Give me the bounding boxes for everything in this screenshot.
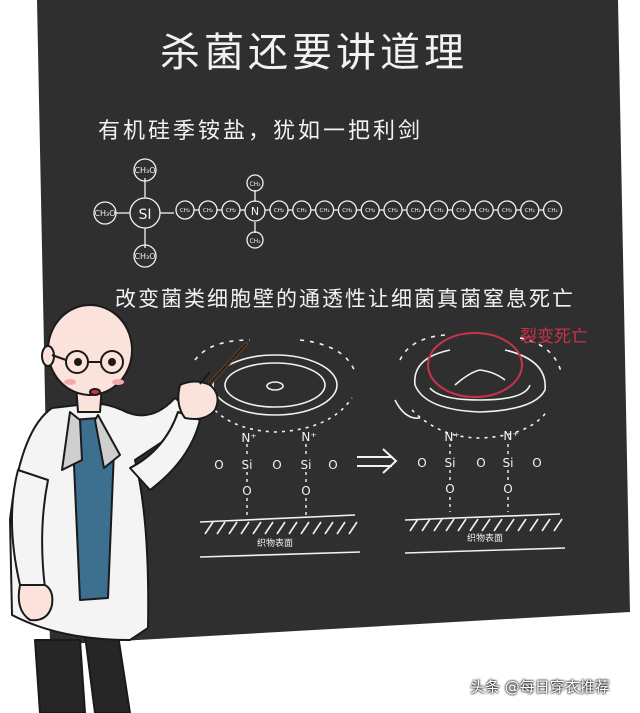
fabric-surface-left xyxy=(199,514,361,558)
ch2-label: CH₂ xyxy=(180,208,190,214)
ch2-chain: CH₂ CH₂ CH₂ CH₂ CH₂ CH₂ CH₂ CH₂ CH₂ CH₂ CH₂ CH₂ CH₂ C… xyxy=(175,200,563,220)
o-left-a: O xyxy=(214,458,223,472)
ch3o-left xyxy=(93,201,117,225)
o-right-e: O xyxy=(503,482,512,496)
ch2-label: CH₂ xyxy=(502,208,512,214)
crack-death-label: 裂变死亡 xyxy=(520,327,588,347)
crack-highlight xyxy=(427,332,523,398)
hatch-mark xyxy=(204,521,214,535)
hatch-mark xyxy=(445,518,455,532)
molecule-diagram: CH₂ CH₂ CH₂ CH₂ CH₂ CH₂ CH₂ CH₂ CH₂ CH₂ CH₂ CH₂ CH₂ C… xyxy=(93,158,563,268)
n-atom xyxy=(244,200,266,222)
si-right-2: Si xyxy=(503,456,514,470)
ch2-atom xyxy=(542,200,563,220)
hatch-mark xyxy=(457,518,467,532)
hatch-mark xyxy=(264,521,274,535)
ch2-label: CH₂ xyxy=(411,208,421,214)
board-caption: 改变菌类细胞壁的通透性让细菌真菌窒息死亡 xyxy=(115,287,575,311)
board-title: 杀菌还要讲道理 xyxy=(160,30,468,76)
o-right-b: O xyxy=(476,456,485,470)
hatch-mark xyxy=(553,518,563,532)
o-left-d: O xyxy=(242,484,251,498)
hatch-mark xyxy=(228,521,238,535)
o-left-c: O xyxy=(328,458,337,472)
hatch-mark xyxy=(324,521,334,535)
ch3o-left-label: CH₃O xyxy=(94,209,115,218)
reaction-labels: N⁺ N⁺ Si Si O O O O O N⁺ N⁺ Si Si O O O … xyxy=(214,429,541,549)
hatch-mark xyxy=(240,521,250,535)
cell-intact xyxy=(194,339,356,433)
bonds-left xyxy=(246,444,307,515)
hatch-mark xyxy=(493,518,503,532)
ch3o-top-label: CH₃O xyxy=(134,166,155,175)
ch3-top xyxy=(246,174,264,192)
n-label: N xyxy=(251,205,259,218)
ch2-label: CH₂ xyxy=(388,208,398,214)
reaction-arrow xyxy=(357,448,398,474)
o-right-d: O xyxy=(445,482,454,496)
bonds-right xyxy=(449,444,509,512)
hatch-mark xyxy=(348,521,358,535)
si-left-2: Si xyxy=(301,458,312,472)
surface-label-left: 织物表面 xyxy=(257,537,293,549)
hatch-mark xyxy=(336,521,346,535)
hatch-mark xyxy=(421,518,431,532)
si-left-1: Si xyxy=(242,458,253,472)
si-atom xyxy=(129,197,161,229)
si-label: SI xyxy=(138,207,151,223)
hatch-mark xyxy=(481,518,491,532)
cell-cracked xyxy=(394,334,563,439)
hatch-mark xyxy=(469,518,479,532)
hatch-mark xyxy=(433,518,443,532)
si-right-1: Si xyxy=(445,456,456,470)
o-right-a: O xyxy=(417,456,426,470)
ch2-label: CH₂ xyxy=(226,208,236,214)
ch3-top-label: CH₃ xyxy=(249,181,261,188)
ch3o-bottom xyxy=(133,244,157,268)
chalkboard xyxy=(37,0,630,645)
molecule-labels: SI N CH₃O CH₃O CH₃O CH₃ CH₃ xyxy=(94,166,261,261)
ch2-label: CH₂ xyxy=(203,208,213,214)
hatch-mark xyxy=(276,521,286,535)
watermark: 头条 @每日穿衣推荐 xyxy=(470,678,610,696)
n-plus-left-2: N⁺ xyxy=(301,430,316,444)
surface-label-right: 织物表面 xyxy=(467,532,503,544)
ch2-label: CH₂ xyxy=(456,208,466,214)
ch2-label: CH₂ xyxy=(434,208,444,214)
ch3o-top xyxy=(133,158,157,182)
ch2-label: CH₂ xyxy=(297,208,307,214)
o-left-e: O xyxy=(301,484,310,498)
n-plus-right-1: N⁺ xyxy=(444,430,459,444)
fabric-surface-right xyxy=(404,513,566,554)
hatch-mark xyxy=(288,521,298,535)
hatch-mark xyxy=(541,518,551,532)
n-plus-left-1: N⁺ xyxy=(241,431,256,445)
o-right-c: O xyxy=(532,456,541,470)
ch2-label: CH₂ xyxy=(342,208,352,214)
ch3-bottom xyxy=(246,231,264,249)
ch3-bottom-label: CH₃ xyxy=(249,238,261,245)
ch2-label: CH₂ xyxy=(548,208,558,214)
hatch-mark xyxy=(529,518,539,532)
n-plus-right-2: N⁺ xyxy=(503,429,518,443)
ch3o-bottom-label: CH₃O xyxy=(134,252,155,261)
ch2-label: CH₂ xyxy=(525,208,535,214)
ch2-label: CH₂ xyxy=(320,208,330,214)
ch2-label: CH₂ xyxy=(365,208,375,214)
hatch-mark xyxy=(505,518,515,532)
professor-illustration xyxy=(9,304,219,713)
hatch-mark xyxy=(252,521,262,535)
hatch-mark xyxy=(216,521,226,535)
hatch-mark xyxy=(409,518,419,532)
hatch-mark xyxy=(300,521,310,535)
ch2-label: CH₂ xyxy=(479,208,489,214)
ch2-label: CH₂ xyxy=(274,208,284,214)
hatch-mark xyxy=(517,518,527,532)
board-subtitle: 有机硅季铵盐，犹如一把利剑 xyxy=(98,119,424,144)
o-left-b: O xyxy=(272,458,281,472)
hatch-mark xyxy=(312,521,322,535)
